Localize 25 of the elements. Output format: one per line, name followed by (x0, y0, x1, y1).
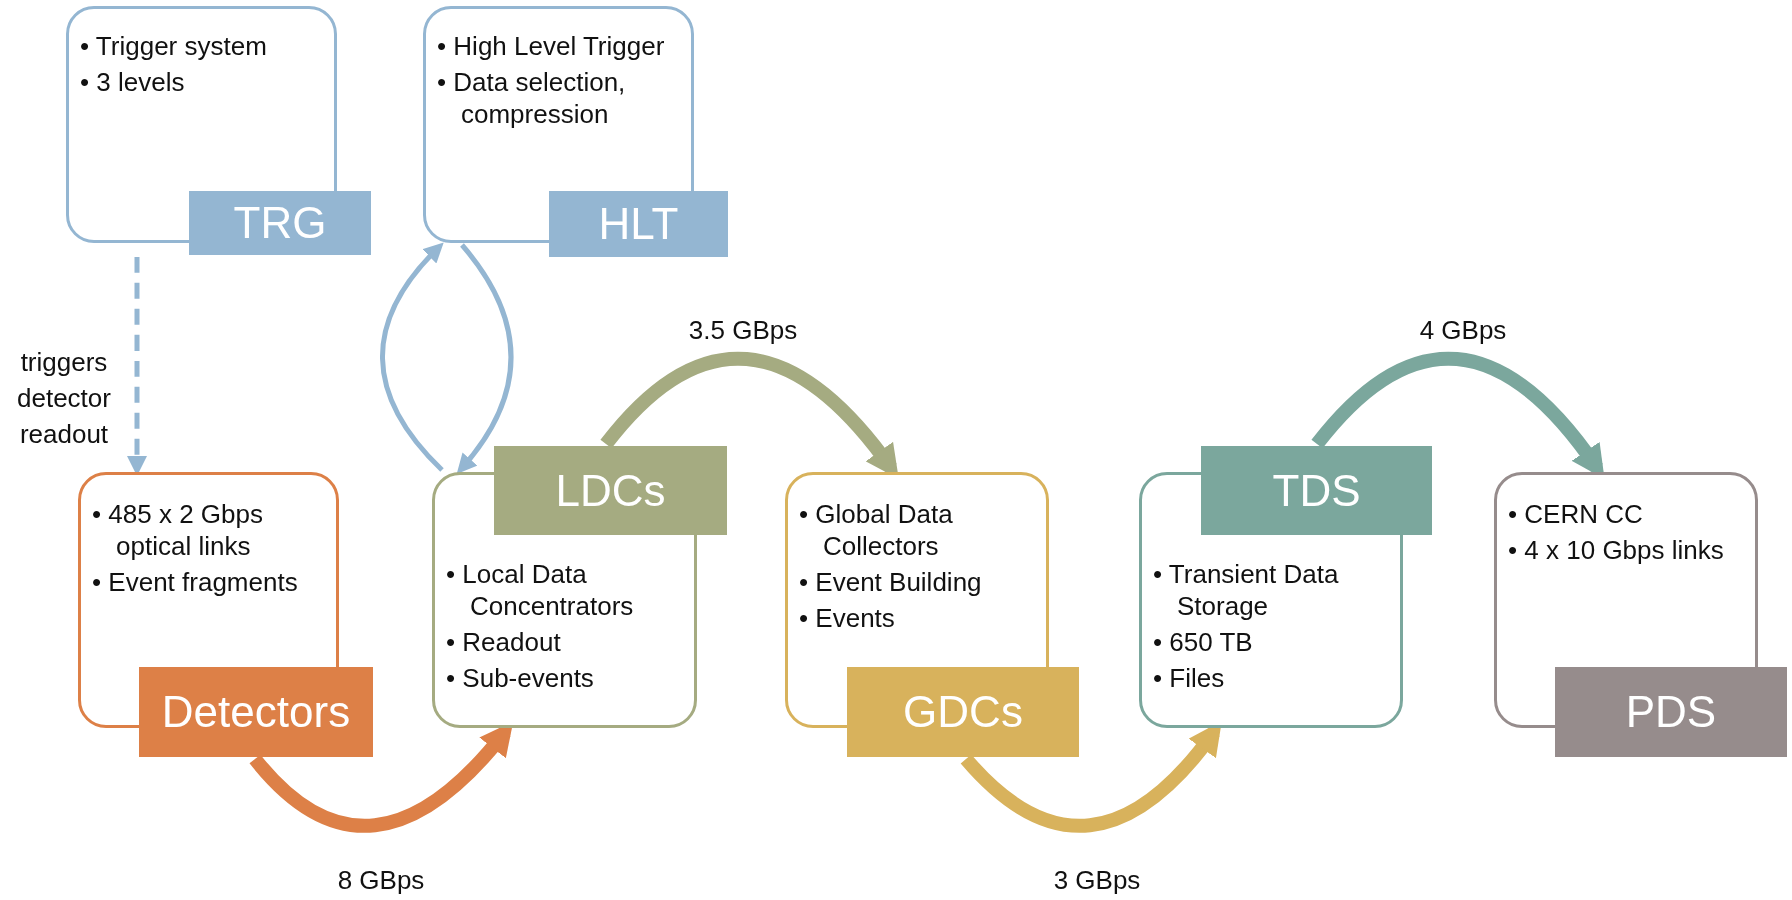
bullet-item: • Data selection, compression (437, 66, 627, 130)
title-tab: LDCs (494, 446, 727, 535)
title-tab: Detectors (139, 667, 373, 757)
bullet-item: • Sub-events (446, 662, 595, 694)
bullet-item: • Files (1153, 662, 1226, 694)
arrow (380, 242, 444, 472)
bullet-item: • 4 x 10 Gbps links (1508, 534, 1725, 566)
bullet-item: • Event fragments (92, 566, 299, 598)
bullet-item: • Transient Data Storage (1153, 558, 1340, 622)
title-tab: TRG (189, 191, 371, 255)
bullet-item: • Local Data Concentrators (446, 558, 635, 622)
title-tab: TDS (1201, 446, 1432, 535)
bullet-item: • Trigger system (80, 30, 268, 62)
title-tab: GDCs (847, 667, 1079, 757)
bullet-item: • 3 levels (80, 66, 186, 98)
bullet-item: • Readout (446, 626, 562, 658)
bullet-item: • 650 TB (1153, 626, 1254, 658)
bullet-item: • 485 x 2 Gbps optical links (92, 498, 264, 562)
bullet-item: • Event Building (799, 566, 983, 598)
bullet-item: • High Level Trigger (437, 30, 666, 62)
title-tab: PDS (1555, 667, 1787, 757)
bullet-item: • CERN CC (1508, 498, 1644, 530)
title-tab: HLT (549, 191, 728, 257)
bullet-item: • Events (799, 602, 896, 634)
bullet-item: • Global Data Collectors (799, 498, 954, 562)
